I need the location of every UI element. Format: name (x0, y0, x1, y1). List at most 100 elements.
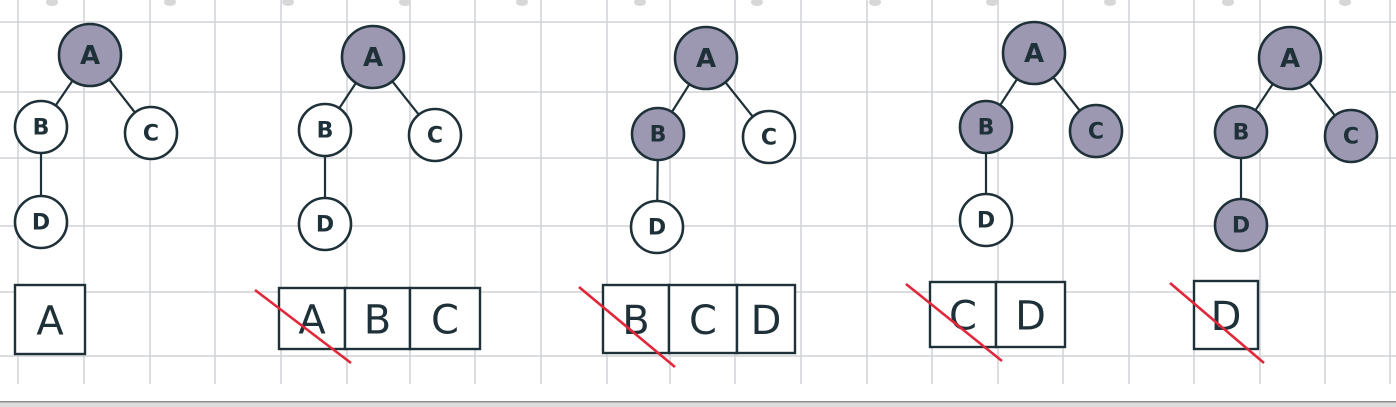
queue-cell-label: C (949, 294, 977, 340)
bottom-border (0, 401, 1396, 407)
tree-node-a: A (1257, 25, 1323, 91)
queue-cell-box (1192, 279, 1260, 351)
tree-node-a: A (340, 24, 406, 90)
tree-edge (670, 83, 691, 113)
visited-node-circle (1323, 108, 1379, 164)
tree-node-d: D (13, 194, 69, 250)
visited-node-circle (958, 99, 1014, 155)
ring-dot (516, 0, 528, 6)
tree-node-b: B (297, 102, 353, 158)
queue-cell-label: C (689, 298, 717, 344)
node-label: C (1343, 125, 1359, 150)
visited-node-circle (1257, 25, 1323, 91)
queue-cell-label: D (1015, 294, 1046, 340)
node-label: D (316, 213, 334, 238)
ring-dot (1339, 0, 1351, 6)
tree-node-a: A (673, 25, 739, 91)
ring-dot (634, 0, 646, 6)
unvisited-node-circle (13, 194, 69, 250)
queue-cell-label: C (431, 298, 459, 344)
queue: D (1169, 279, 1265, 364)
ring-dot (1104, 0, 1116, 6)
dequeued-strike-line (1169, 282, 1265, 364)
unvisited-node-circle (741, 109, 797, 165)
queue-cell: C (408, 286, 482, 351)
node-label: D (977, 209, 995, 234)
node-label: C (427, 124, 443, 149)
node-label: A (80, 41, 100, 71)
tree-node-c: C (1068, 103, 1124, 159)
queue-cell: B (343, 286, 412, 351)
notebook-ring-dots (46, 0, 1351, 6)
node-label: A (1024, 39, 1044, 69)
node-label: B (978, 116, 995, 141)
dequeued-strike-line (578, 286, 676, 368)
tree-edge (999, 78, 1019, 106)
bottom-edge-line (0, 401, 1396, 403)
node-label: C (143, 122, 159, 147)
dequeued-strike-line (905, 282, 1003, 363)
unvisited-node-circle (123, 105, 179, 161)
queue-cell: D (735, 283, 797, 355)
visited-node-circle (57, 22, 123, 88)
unvisited-node-circle (407, 107, 463, 163)
visited-node-circle (673, 25, 739, 91)
dequeued-strike-line (254, 288, 352, 365)
queue-cell-label: D (1211, 294, 1242, 340)
tree-edge (54, 80, 74, 107)
queue-cell: A (13, 283, 87, 356)
node-label: A (363, 43, 383, 73)
node-label: D (32, 211, 50, 236)
node-label: C (761, 126, 777, 151)
queue-cell-label: A (298, 298, 326, 344)
tree-node-b: B (1213, 104, 1269, 160)
queue-cell-label: D (751, 298, 782, 344)
queue-cell: C (667, 283, 739, 355)
unvisited-node-circle (297, 196, 353, 252)
visited-node-circle (630, 106, 686, 162)
ring-dot (46, 0, 58, 6)
queue-cell: A (254, 286, 352, 365)
ring-dot (869, 0, 881, 6)
tree-edge (1254, 83, 1274, 111)
queue-cell-box (928, 280, 998, 349)
queue-cell: C (905, 280, 1003, 363)
tree-node-b: B (630, 106, 686, 162)
ring-dot (164, 0, 176, 6)
tree-node-c: C (741, 109, 797, 165)
node-label: B (650, 123, 667, 148)
queue-cell: B (578, 283, 676, 368)
ring-dot (399, 0, 411, 6)
tree-node-c: C (1323, 108, 1379, 164)
queue-cell-box (735, 283, 797, 355)
tree-edge (724, 81, 754, 118)
tree-node-c: C (407, 107, 463, 163)
tree-edge (1052, 76, 1081, 112)
tree-node-a: A (1001, 20, 1067, 86)
tree-node-b: B (13, 99, 69, 155)
node-label: B (317, 119, 334, 144)
visited-node-circle (1068, 103, 1124, 159)
queue-cell-label: B (622, 298, 649, 344)
visited-node-circle (1001, 20, 1067, 86)
visited-node-circle (1213, 104, 1269, 160)
tree-node-c: C (123, 105, 179, 161)
queue-cell-box (994, 280, 1067, 349)
node-label: C (1088, 120, 1104, 145)
queue-cell-box (13, 283, 87, 356)
visited-node-circle (1213, 197, 1269, 253)
visited-node-circle (340, 24, 406, 90)
tree-node-d: D (629, 199, 685, 255)
queue-cell: D (1169, 279, 1265, 364)
tree-node-b: B (958, 99, 1014, 155)
queue-cell-box (667, 283, 739, 355)
unvisited-node-circle (297, 102, 353, 158)
